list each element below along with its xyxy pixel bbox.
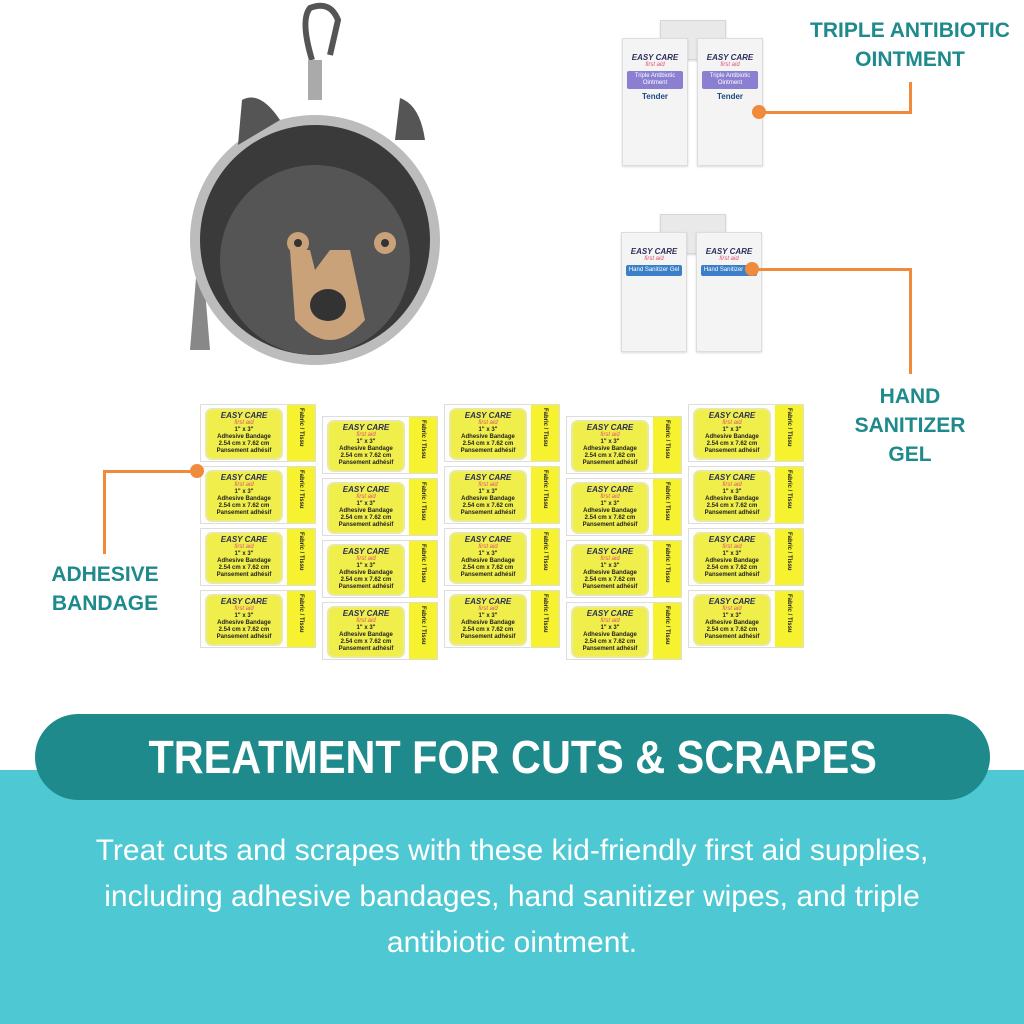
packet-product-name: Hand Sanitizer Gel	[701, 265, 757, 276]
packet-maker: Tender	[716, 92, 744, 101]
packet-brand: EASY CARE	[631, 53, 679, 62]
callout-sanitizer-line-vertical	[909, 268, 912, 374]
callout-sanitizer-label: HAND SANITIZER GEL	[854, 385, 966, 466]
packet-product-name: Triple Antibiotic Ointment	[627, 71, 683, 89]
callout-bandage-dot	[190, 464, 204, 478]
callout-ointment-line	[760, 111, 912, 114]
callout-sanitizer-line	[752, 268, 912, 271]
callout-ointment-dot	[752, 105, 766, 119]
packet-brand: EASY CARE	[705, 247, 753, 256]
ointment-packet: EASY CARE first aid Triple Antibiotic Oi…	[697, 38, 763, 166]
bear-pouch-image	[190, 2, 440, 365]
callout-bandage-line	[103, 470, 200, 473]
title-banner: TREATMENT FOR CUTS & SCRAPES	[35, 714, 990, 800]
packet-product-name: Triple Antibiotic Ointment	[702, 71, 758, 89]
packet-product-name: Hand Sanitizer Gel	[626, 265, 682, 276]
banner-title: TREATMENT FOR CUTS & SCRAPES	[148, 731, 877, 783]
bottom-panel	[0, 770, 1024, 1024]
packet-brand-sub: first aid	[644, 256, 664, 262]
callout-sanitizer-dot	[745, 262, 759, 276]
callout-ointment-line-vertical	[909, 82, 912, 114]
ointment-packet: EASY CARE first aid Triple Antibiotic Oi…	[622, 38, 688, 166]
callout-bandage-label: ADHESIVE BANDAGE	[51, 563, 159, 615]
sanitizer-packet: EASY CARE first aid Hand Sanitizer Gel	[696, 232, 762, 352]
packet-brand-sub: first aid	[720, 62, 740, 68]
packet-brand-sub: first aid	[645, 62, 665, 68]
callout-bandage-line-vertical	[103, 470, 106, 554]
packet-brand-sub: first aid	[719, 256, 739, 262]
description-text: Treat cuts and scrapes with these kid-fr…	[95, 834, 929, 959]
sanitizer-packet: EASY CARE first aid Hand Sanitizer Gel	[621, 232, 687, 352]
callout-ointment-label: TRIPLE ANTIBIOTIC OINTMENT	[810, 19, 1010, 71]
packet-maker: Tender	[641, 92, 669, 101]
packet-brand: EASY CARE	[706, 53, 754, 62]
packet-brand: EASY CARE	[630, 247, 678, 256]
